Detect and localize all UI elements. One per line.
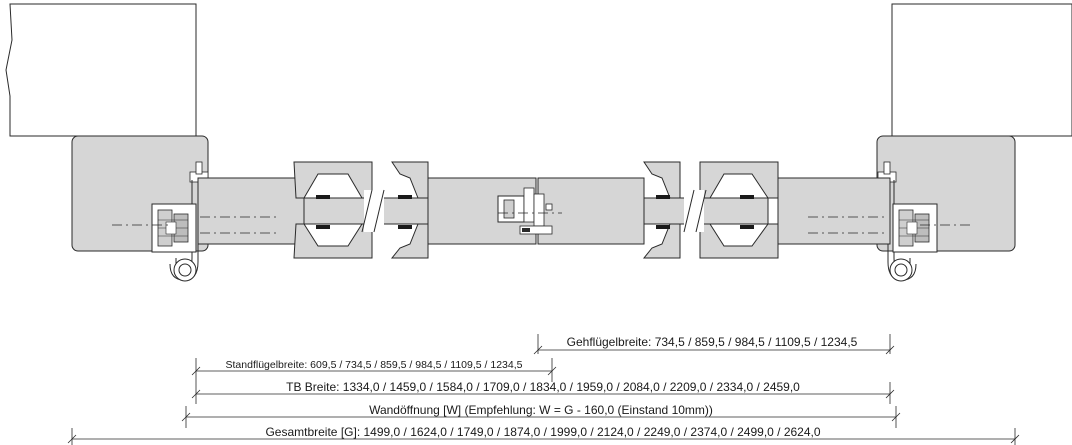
- lock-detail: [497, 187, 553, 235]
- standfluegel-dimension-label: Standflügelbreite: 609,5 / 734,5 / 859,5…: [226, 359, 523, 371]
- gehfluegel-dimension-label: Gehflügelbreite: 734,5 / 859,5 / 984,5 /…: [567, 335, 858, 349]
- gesamtbreite-dimension-label: Gesamtbreite [G]: 1499,0 / 1624,0 / 1749…: [265, 425, 820, 439]
- left-hinge: [151, 161, 209, 282]
- right-hinge: [877, 161, 938, 282]
- right-meeting-leaf: [537, 177, 645, 245]
- center-lines: [112, 212, 974, 234]
- tb-breite-dimension-label: TB Breite: 1334,0 / 1459,0 / 1584,0 / 17…: [286, 380, 800, 394]
- left-wall: [5, 3, 197, 137]
- right-leaf-edge: [777, 177, 891, 245]
- left-leaf-edge: [197, 177, 305, 245]
- wandoeffnung-dimension-label: Wandöffnung [W] (Empfehlung: W = G - 160…: [369, 403, 713, 417]
- dimension-lines: [67, 334, 1020, 445]
- right-wall: [891, 3, 1072, 137]
- right-glass-pane: [643, 197, 769, 225]
